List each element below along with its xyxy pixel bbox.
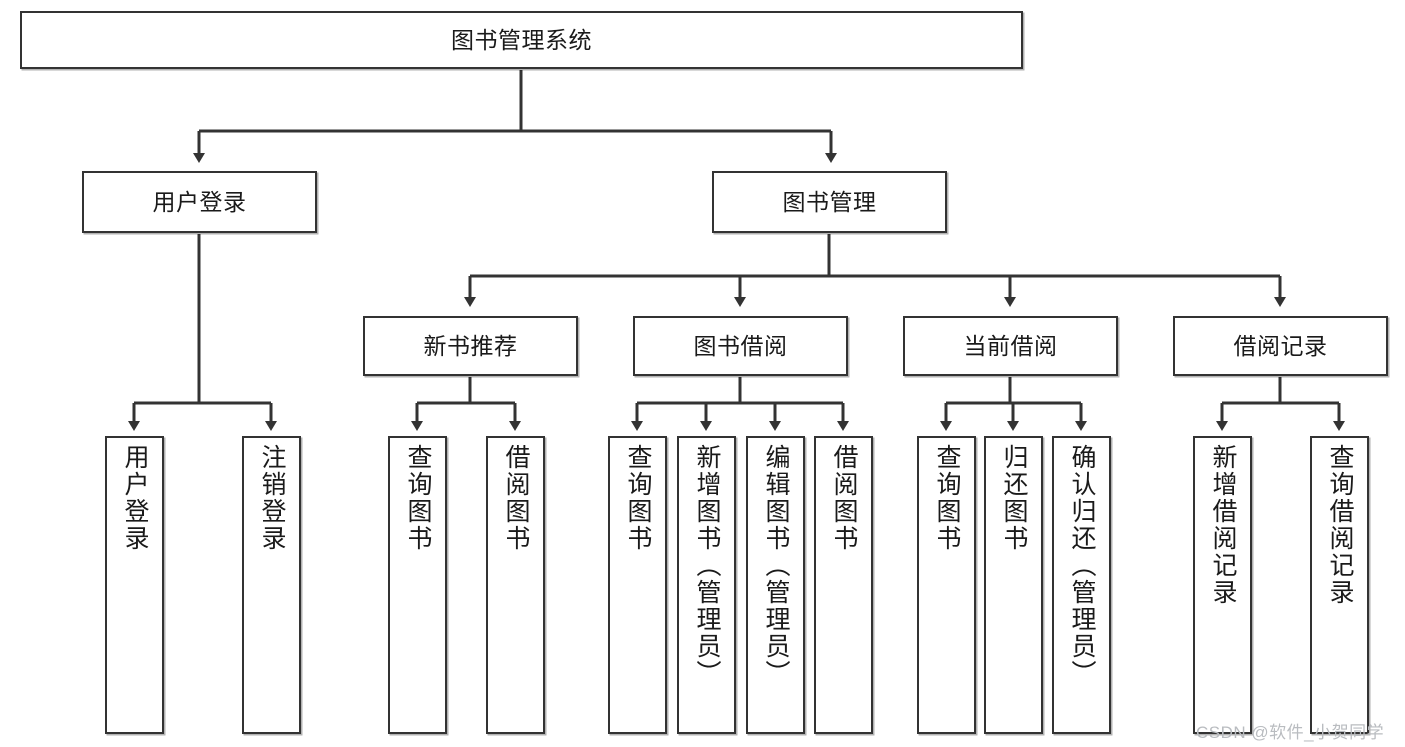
leaf-node-confirm-return-admin[interactable]: 确认归还（管理员）: [1052, 436, 1111, 734]
node-label: 用户登录: [121, 444, 149, 552]
node-book-borrowing[interactable]: 图书借阅: [633, 316, 848, 376]
leaf-node-query-books-borrow[interactable]: 查询图书: [608, 436, 667, 734]
leaf-node-user-login[interactable]: 用户登录: [105, 436, 164, 734]
node-label: 注销登录: [258, 444, 286, 552]
leaf-node-return-books[interactable]: 归还图书: [984, 436, 1043, 734]
leaf-node-query-books-current[interactable]: 查询图书: [917, 436, 976, 734]
leaf-node-borrow-books[interactable]: 借阅图书: [814, 436, 873, 734]
node-label: 图书管理系统: [451, 26, 592, 53]
node-label: 借阅图书: [502, 444, 530, 552]
node-label: 新增图书（管理员）: [693, 444, 721, 687]
node-label: 用户登录: [152, 188, 247, 215]
node-label: 图书管理: [782, 188, 877, 215]
leaf-node-add-borrow-record[interactable]: 新增借阅记录: [1193, 436, 1252, 734]
node-current-borrowing[interactable]: 当前借阅: [903, 316, 1118, 376]
node-label: 借阅记录: [1233, 332, 1328, 359]
csdn-watermark: CSDN @软件_小贺同学: [1196, 723, 1385, 742]
leaf-node-add-book-admin[interactable]: 新增图书（管理员）: [677, 436, 736, 734]
leaf-node-query-borrow-record[interactable]: 查询借阅记录: [1310, 436, 1369, 734]
node-root-library-management-system[interactable]: 图书管理系统: [20, 11, 1023, 69]
node-book-management[interactable]: 图书管理: [712, 171, 947, 233]
node-label: 图书借阅: [693, 332, 788, 359]
node-label: 借阅图书: [830, 444, 858, 552]
node-label: 查询图书: [933, 444, 961, 552]
node-label: 新增借阅记录: [1209, 444, 1237, 606]
node-label: 当前借阅: [963, 332, 1058, 359]
node-label: 编辑图书（管理员）: [762, 444, 790, 687]
leaf-node-query-books-recommend[interactable]: 查询图书: [388, 436, 447, 734]
leaf-node-logout[interactable]: 注销登录: [242, 436, 301, 734]
node-label: 查询图书: [404, 444, 432, 552]
node-label: 确认归还（管理员）: [1068, 444, 1096, 687]
leaf-node-edit-book-admin[interactable]: 编辑图书（管理员）: [746, 436, 805, 734]
node-user-login[interactable]: 用户登录: [82, 171, 317, 233]
node-new-book-recommendation[interactable]: 新书推荐: [363, 316, 578, 376]
leaf-node-borrow-books-recommend[interactable]: 借阅图书: [486, 436, 545, 734]
node-label: 查询借阅记录: [1326, 444, 1354, 606]
node-label: 归还图书: [1000, 444, 1028, 552]
node-borrow-records[interactable]: 借阅记录: [1173, 316, 1388, 376]
node-label: 查询图书: [624, 444, 652, 552]
node-label: 新书推荐: [423, 332, 518, 359]
